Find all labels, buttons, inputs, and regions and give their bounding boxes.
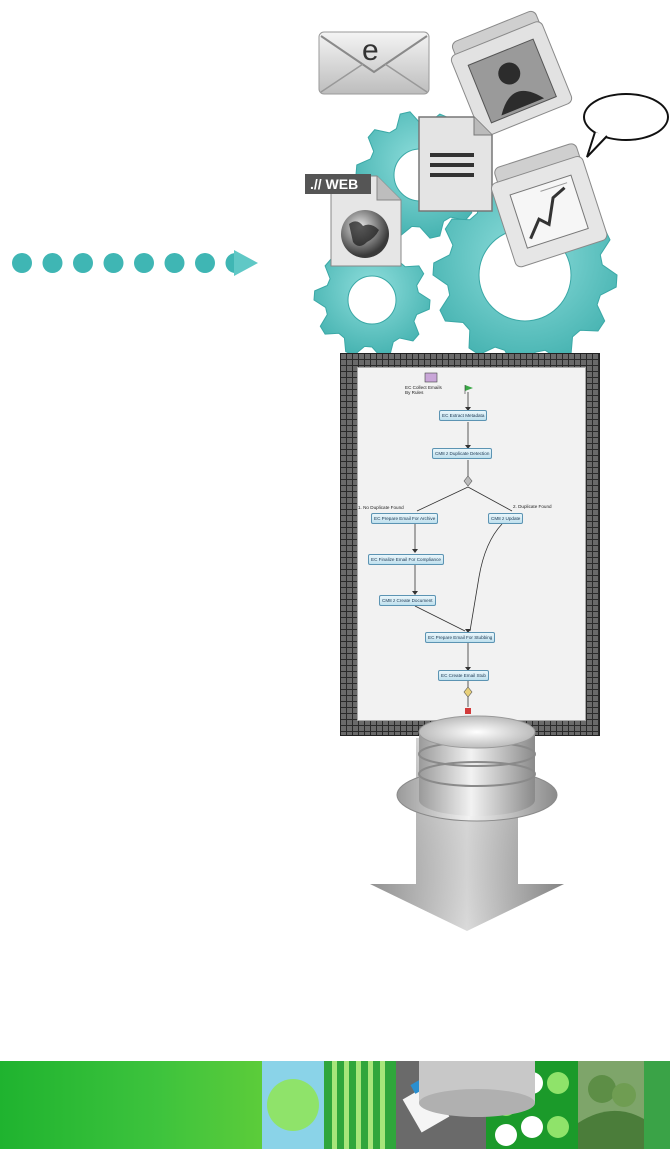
web-icon-label: .// WEB — [310, 176, 359, 192]
end-node — [465, 708, 471, 714]
web-globe-icon: .// WEB — [305, 172, 405, 268]
dotted-flow-arrow — [12, 250, 258, 276]
start-node-icon — [424, 372, 438, 383]
flow-arrow-head — [234, 250, 258, 276]
flow-dot — [42, 253, 63, 273]
speech-bubble-tail — [586, 131, 608, 158]
workflow-diagram — [357, 367, 586, 721]
flow-dot — [12, 253, 32, 273]
node-duplicate-detection[interactable]: CM8 z Duplicate Detection — [432, 448, 493, 459]
node-extract-metadata[interactable]: EC Extract Metadata — [439, 410, 488, 421]
flow-dot — [103, 253, 124, 273]
flow-dot — [164, 253, 185, 273]
chart-folder-icon — [490, 143, 608, 268]
contact-folder-icon — [450, 10, 573, 135]
strip-green-band — [0, 1061, 262, 1149]
branch-left-label: 1. No Duplicate Found — [358, 505, 404, 510]
database-icon-base — [419, 1061, 535, 1117]
merge-diamond — [463, 686, 473, 698]
database-icon — [396, 715, 558, 822]
document-icon — [418, 116, 493, 212]
start-flag — [465, 385, 473, 391]
decision-diamond — [463, 475, 473, 487]
node-finalize-compliance[interactable]: EC Finalize Email For Compliance — [368, 554, 444, 565]
workflow-start-label: EC Collect Emails By Rules — [405, 385, 442, 395]
flow-dot — [195, 253, 215, 273]
node-create-document[interactable]: CM8 z Create Document — [379, 595, 436, 606]
node-prepare-archive[interactable]: EC Prepare Email For Archive — [371, 513, 439, 524]
node-prepare-stubbing[interactable]: EC Prepare Email For Stubbing — [425, 632, 496, 643]
email-icon: e — [317, 28, 432, 98]
bottom-decorative-strip — [0, 1061, 670, 1149]
branch-right-label: 2. Duplicate Found — [513, 504, 552, 509]
email-icon-letter: e — [362, 34, 379, 67]
flow-dot — [73, 253, 93, 273]
node-create-stub[interactable]: EC Create Email Stub — [438, 670, 489, 681]
flow-dot — [134, 253, 154, 273]
node-update[interactable]: CM8 z Update — [488, 513, 524, 524]
workflow-connectors — [412, 372, 513, 714]
